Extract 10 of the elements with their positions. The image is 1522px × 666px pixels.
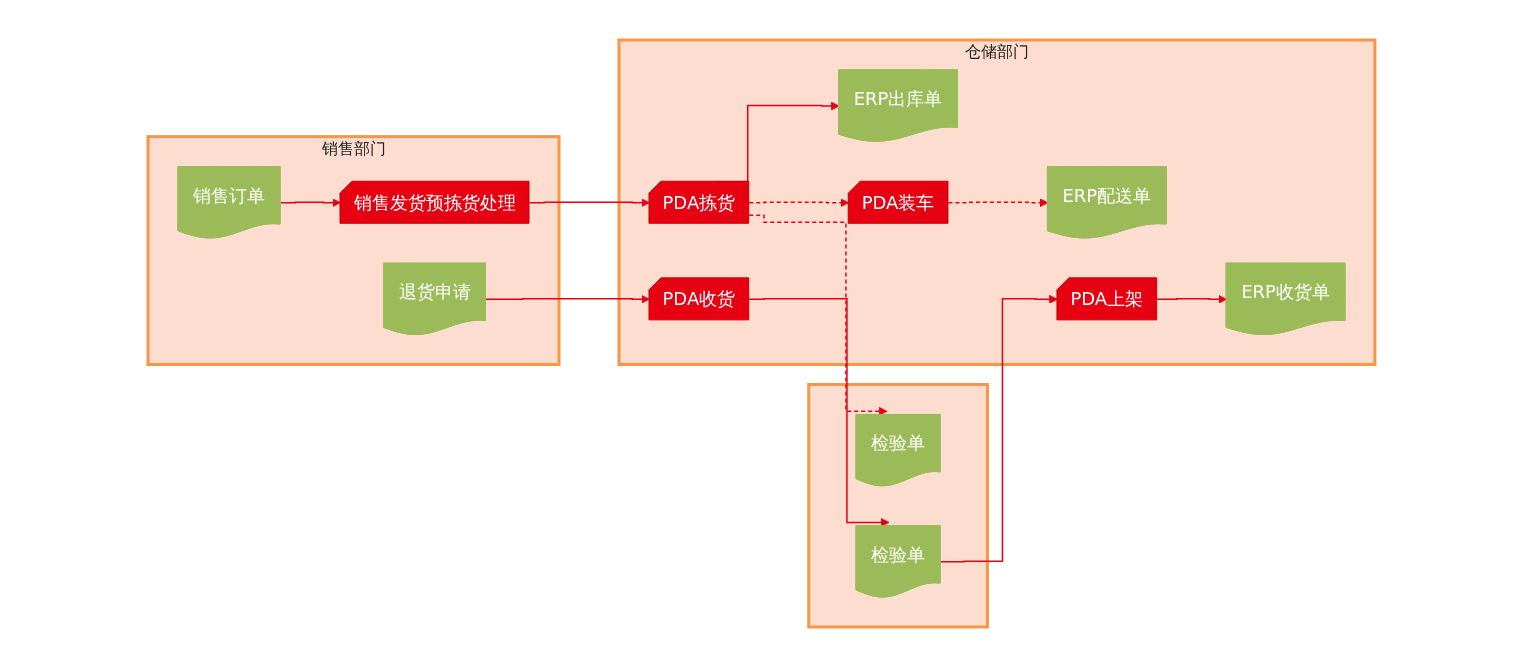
arrow <box>748 214 888 416</box>
arrow <box>528 197 650 207</box>
arrow <box>279 197 341 207</box>
arrow <box>484 294 650 304</box>
arrow <box>1155 294 1227 304</box>
arrow <box>939 294 1058 563</box>
cluster <box>806 382 989 628</box>
arrow <box>748 197 849 207</box>
arrow <box>748 297 890 527</box>
arrow <box>947 197 1048 207</box>
